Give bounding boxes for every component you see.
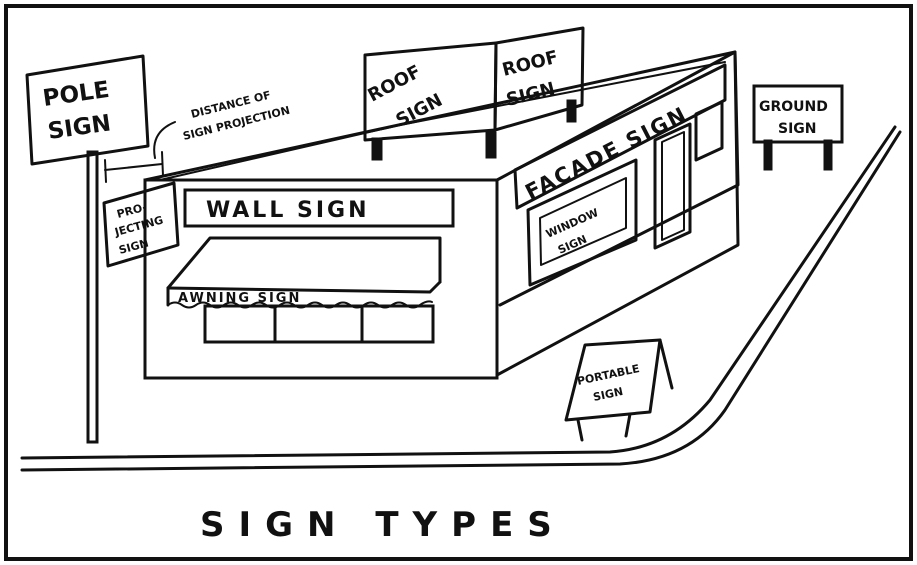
- portable-sign-leg-1: [578, 420, 582, 440]
- ground-sign-label-2: SIGN: [778, 121, 817, 137]
- storefront-windows: [205, 306, 433, 342]
- curb-line-inner: [22, 132, 900, 470]
- distance-tick-right: [162, 152, 163, 176]
- portable-sign-back-leg: [660, 340, 672, 388]
- window-sign-label-2: SIGN: [556, 233, 589, 257]
- portable-sign: PORTABLE SIGN: [566, 340, 672, 440]
- pole-post: [88, 152, 97, 442]
- ground-sign-leg-2: [824, 140, 832, 170]
- projecting-sign: PRO- JECTING SIGN: [104, 183, 178, 266]
- wall-sign: WALL SIGN: [185, 190, 453, 226]
- side-small-window: [696, 102, 722, 160]
- curb-line-outer: [22, 127, 895, 458]
- roof-sign-left-leg-2: [486, 132, 496, 158]
- pole-sign-label-1: POLE: [41, 77, 111, 112]
- distance-tick-left: [105, 160, 106, 182]
- ground-sign: GROUND SIGN: [754, 86, 842, 170]
- frame-border: [6, 6, 911, 559]
- portable-sign-label-1: PORTABLE: [576, 362, 641, 388]
- awning-sign-label: AWNING SIGN: [178, 291, 301, 306]
- awning-sign: AWNING SIGN: [168, 238, 440, 342]
- portable-sign-label-2: SIGN: [592, 385, 624, 404]
- diagram-title: SIGN TYPES: [200, 505, 566, 545]
- ground-sign-leg-1: [764, 140, 772, 170]
- roof-sign-right: ROOF SIGN: [495, 28, 583, 130]
- wall-sign-label: WALL SIGN: [206, 198, 370, 223]
- ground-sign-label-1: GROUND: [759, 99, 828, 115]
- roof-sign-left: ROOF SIGN: [364, 43, 496, 160]
- awning-canopy: [168, 238, 440, 288]
- distance-leader: [154, 122, 175, 158]
- roof-sign-right-leg: [567, 100, 576, 122]
- distance-dimension-line: [105, 164, 162, 170]
- roof-sign-left-label-2: SIGN: [392, 90, 446, 132]
- roof-sign-right-label-2: SIGN: [504, 79, 557, 111]
- side-door-inner: [662, 132, 684, 240]
- portable-sign-leg-2: [626, 414, 630, 436]
- pole-sign-label-2: SIGN: [46, 110, 112, 145]
- roof-sign-right-label-1: ROOF: [500, 47, 560, 81]
- roof-sign-left-leg-1: [372, 138, 382, 160]
